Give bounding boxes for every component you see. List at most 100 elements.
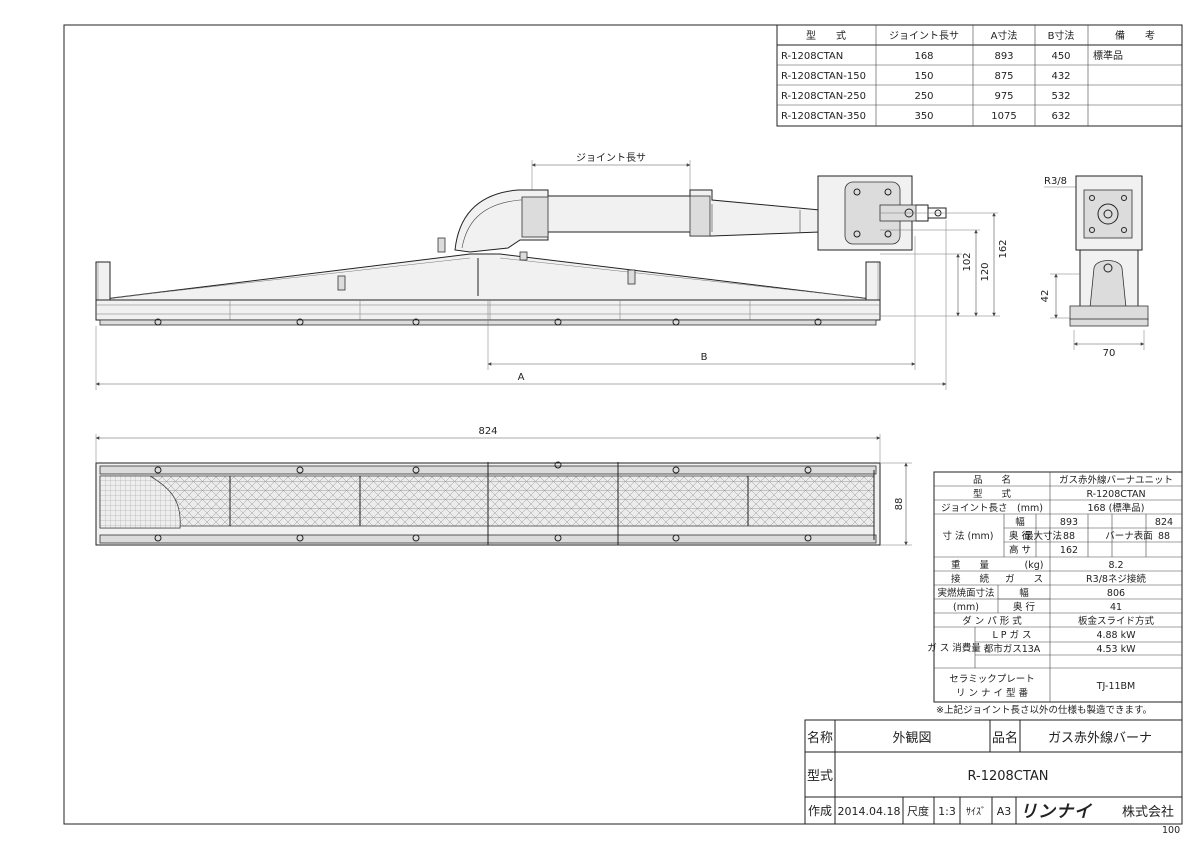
spec-joint-label: ジョイント長さ (mm)	[941, 503, 1043, 514]
dim-162: 162	[998, 239, 1009, 258]
spec-damper-label: ダ ン パ 形 式	[962, 615, 1022, 627]
title-made-date: 2014.04.18	[838, 805, 901, 818]
spec-burn-unit: (mm)	[953, 602, 979, 613]
table-cell: 350	[914, 111, 933, 122]
spec-burn-w-label: 幅	[1019, 587, 1029, 599]
table-header-joint: ジョイント長サ	[889, 30, 959, 42]
spec-surface-label: バーナ表面	[1105, 530, 1153, 542]
dim-a: A	[518, 372, 525, 383]
spec-max-label: 最大寸法	[1024, 530, 1062, 542]
table-header-b: B寸法	[1048, 29, 1075, 42]
spec-model: R-1208CTAN	[1086, 489, 1145, 500]
spec-product: ガス赤外線バーナユニット	[1059, 474, 1173, 486]
spec-depth-label: 奥 行	[1009, 530, 1032, 542]
dim-824: 824	[478, 426, 497, 437]
title-made-label: 作成	[808, 804, 832, 818]
title-scale: 1:3	[938, 805, 956, 818]
spec-plate-label-1: セラミックプレート	[949, 674, 1035, 685]
table-header-note: 備 考	[1115, 29, 1155, 42]
dim-120: 120	[980, 262, 991, 281]
spec-lp-label: L P ガ ス	[992, 630, 1031, 641]
title-name-label: 名称	[807, 730, 833, 746]
front-view: ジョイント長サ	[95, 152, 1009, 390]
spec-lp: 4.88 kW	[1096, 630, 1136, 641]
spec-plate-label-2: リ ン ナ イ 型 番	[956, 687, 1029, 699]
table-cell: 975	[994, 91, 1013, 102]
table-cell: R-1208CTAN	[781, 51, 843, 62]
spec-consumption-label: ガ ス 消費量	[927, 642, 981, 654]
title-block: 名称 外観図 品名 ガス赤外線バーナ 型式 R-1208CTAN 作成 2014…	[804, 719, 1183, 836]
table-cell: 標準品	[1093, 49, 1123, 62]
spec-joint: 168 (標準品)	[1087, 502, 1144, 514]
title-product-label: 品名	[992, 730, 1018, 746]
dim-42: 42	[1040, 290, 1051, 303]
table-cell: 150	[914, 71, 933, 82]
table-cell: 168	[914, 51, 933, 62]
table-cell: 875	[994, 71, 1013, 82]
spec-weight-unit: (kg)	[1025, 560, 1044, 571]
sheet-border	[63, 24, 1183, 825]
title-size: A3	[997, 805, 1012, 818]
title-model-label: 型式	[807, 769, 833, 784]
title-size-label: ｻｲｽﾞ	[966, 806, 986, 818]
table-cell: 250	[914, 91, 933, 102]
spec-surface-w: 824	[1155, 517, 1173, 528]
title-scale-label: 尺度	[907, 804, 929, 818]
spec-height-label: 高 サ	[1009, 544, 1031, 556]
spec-burn-d: 41	[1110, 602, 1122, 613]
spec-connection: R3/8ネジ接続	[1086, 573, 1146, 585]
spec-burn-label: 実燃焼面寸法	[937, 587, 994, 599]
table-cell: 532	[1051, 91, 1070, 102]
table-cell: R-1208CTAN-150	[781, 71, 866, 82]
spec-connection-label: 接 続	[951, 573, 990, 585]
table-header-a: A寸法	[991, 29, 1018, 42]
spec-surface-d: 88	[1158, 531, 1170, 542]
title-product: ガス赤外線バーナ	[1048, 730, 1152, 746]
spec-gas-label: ガ ス	[1005, 574, 1043, 585]
spec-plate: TJ-11BM	[1096, 681, 1136, 692]
dim-102: 102	[962, 252, 973, 271]
title-model: R-1208CTAN	[968, 769, 1049, 784]
table-cell: 450	[1051, 51, 1070, 62]
thread-label: R3/8	[1044, 176, 1067, 187]
company-suffix: 株式会社	[1122, 804, 1174, 820]
table-cell: 1075	[991, 111, 1016, 122]
table-cell: 432	[1051, 71, 1070, 82]
model-table: 型 式 ジョイント長サ A寸法 B寸法 備 考 R-1208CTAN 168 8…	[776, 24, 1183, 127]
spec-table: 品 名 ガス赤外線バーナユニット 型 式 R-1208CTAN ジョイント長さ …	[927, 471, 1183, 716]
dim-88: 88	[894, 498, 905, 511]
title-name: 外観図	[892, 731, 931, 746]
dim-b: B	[701, 352, 708, 363]
spec-model-label: 型 式	[973, 488, 1012, 500]
table-cell: R-1208CTAN-350	[781, 111, 866, 122]
table-header-model: 型 式	[806, 29, 846, 42]
spec-burn-w: 806	[1107, 588, 1125, 599]
spec-city-label: 都市ガス13A	[984, 643, 1041, 655]
spec-damper: 板金スライド方式	[1078, 615, 1155, 627]
spec-height: 162	[1060, 545, 1078, 556]
plan-view: 824 88	[95, 426, 912, 546]
bottom-bolts	[154, 318, 822, 326]
spec-width: 893	[1060, 517, 1078, 528]
gas-pipe	[454, 189, 846, 253]
dim-70: 70	[1103, 348, 1116, 359]
spec-size-label: 寸 法 (mm)	[943, 530, 994, 542]
sheet-number: 100	[1162, 825, 1180, 836]
spec-burn-d-label: 奥 行	[1013, 601, 1036, 613]
spec-city: 4.53 kW	[1096, 644, 1136, 655]
spec-depth: 88	[1063, 531, 1075, 542]
table-cell: 632	[1051, 111, 1070, 122]
spec-width-label: 幅	[1015, 516, 1025, 528]
spec-weight: 8.2	[1108, 560, 1123, 571]
company-logo: リンナイ	[1020, 802, 1093, 822]
spec-weight-label: 重 量	[951, 559, 990, 571]
spec-note: ※上記ジョイント長さ以外の仕様も製造できます。	[936, 704, 1152, 716]
table-cell: 893	[994, 51, 1013, 62]
spec-product-label: 品 名	[973, 474, 1011, 486]
plan-bolts	[154, 461, 812, 542]
hood	[95, 253, 881, 301]
joint-length-label: ジョイント長サ	[576, 152, 646, 164]
side-view: R3/8 70 42	[1040, 175, 1149, 359]
table-cell: R-1208CTAN-250	[781, 91, 866, 102]
